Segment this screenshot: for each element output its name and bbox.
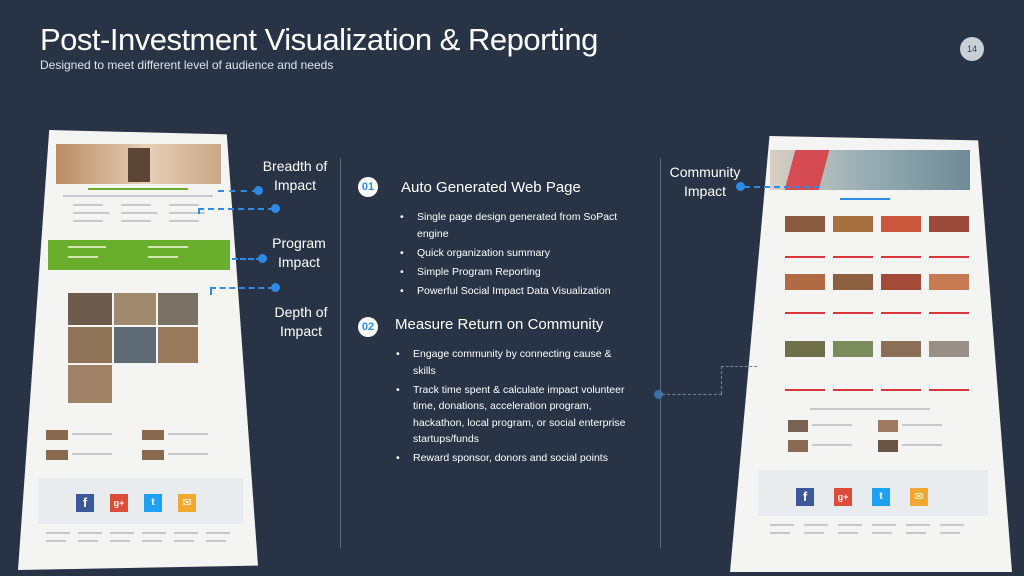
bullet-item: Track time spent & calculate impact volu… [396,382,628,448]
google-plus-icon[interactable]: g+ [834,488,852,506]
left-divider [340,158,341,548]
join-us-social-strip: f g+ t ✉ [38,478,243,524]
beneficiary-photo-grid [68,293,208,405]
bullet-item: Engage community by connecting cause & s… [396,346,628,379]
program-impact-band [48,240,230,270]
org-tagline [88,188,188,190]
bullet-item: Single page design generated from SoPact… [400,209,650,242]
news-list [46,430,236,464]
depth-connector-stem [210,287,212,295]
breadth-connector [218,190,258,192]
breadth-connector-2-dot [271,204,280,213]
community-news-list [788,420,968,454]
cause-cards-row-2 [785,341,975,393]
program-connector [232,258,262,260]
google-plus-icon[interactable]: g+ [110,494,128,512]
site-footer [46,530,236,556]
program-connector-dot [258,254,267,263]
breadth-connector-2-stem [198,208,200,214]
hero-child-photo [128,148,150,182]
bullet-item: Powerful Social Impact Data Visualizatio… [400,283,650,300]
email-icon[interactable]: ✉ [910,488,928,506]
cause-cards-row-1 [785,216,975,316]
bullet-item: Simple Program Reporting [400,264,650,281]
facebook-icon[interactable]: f [796,488,814,506]
email-icon[interactable]: ✉ [178,494,196,512]
community-hero-banner [770,150,970,190]
twitter-icon[interactable]: t [144,494,162,512]
community-join-us-strip: f g+ t ✉ [758,470,988,516]
breadth-connector-2 [198,208,274,210]
org-summary-text [63,195,213,197]
banner-red-ribbon [784,150,830,190]
breadth-of-impact-label: Breadth of Impact [262,158,328,193]
twitter-icon[interactable]: t [872,488,890,506]
page-number-badge: 14 [960,37,984,61]
section-01-badge: 01 [358,177,378,197]
facebook-icon[interactable]: f [76,494,94,512]
latest-news-heading [810,408,930,410]
page-subtitle: Designed to meet different level of audi… [40,58,334,72]
community-connector-2-end [721,366,757,367]
community-site-footer [770,522,970,548]
org-webpage-mockup: f g+ t ✉ [18,130,258,570]
section-02-heading: Measure Return on Community [395,316,604,333]
depth-of-impact-label: Depth of Impact [274,304,328,339]
bullet-item: Reward sponsor, donors and social points [396,450,628,467]
section-02-bullets: Engage community by connecting cause & s… [396,346,628,469]
bullet-item: Quick organization summary [400,245,650,262]
right-divider [660,158,661,548]
community-connector-dot [736,182,745,191]
breadth-connector-dot [254,186,263,195]
depth-connector [210,287,274,289]
hero-banner-image [56,144,221,184]
section-01-bullets: Single page design generated from SoPact… [400,209,650,302]
org-stats-row [73,202,205,224]
community-connector-2-dot [654,390,663,399]
community-connector-2-stem [721,366,722,394]
make-an-impact-heading [840,198,890,200]
community-connector-2 [662,394,722,395]
page-title: Post-Investment Visualization & Reportin… [40,22,598,57]
section-01-heading: Auto Generated Web Page [401,179,581,196]
program-impact-label: Program Impact [272,235,326,270]
section-02-badge: 02 [358,317,378,337]
community-connector [744,186,820,188]
depth-connector-dot [271,283,280,292]
community-webpage-mockup: f g+ t ✉ [730,136,1012,572]
community-impact-label: Community Impact [669,164,741,199]
